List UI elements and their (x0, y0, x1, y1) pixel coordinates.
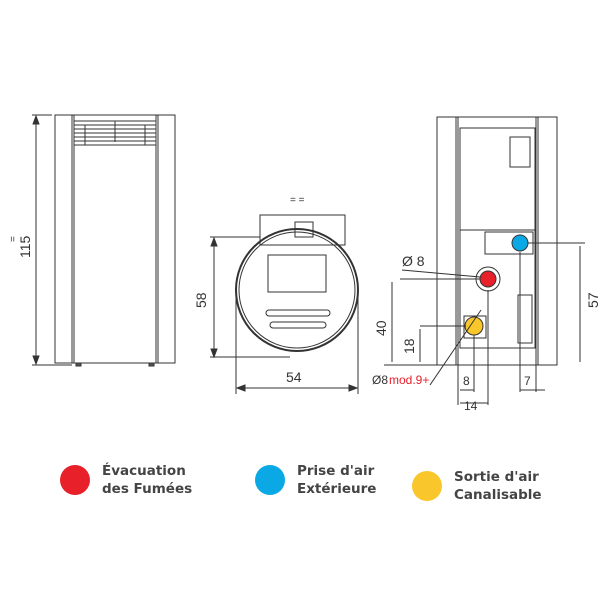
top-view: = = 58 54 (193, 195, 359, 394)
canal-diameter-label: Ø8 (372, 373, 388, 387)
rear-view: 40 18 57 Ø 8 Ø8 mod.9+ 8 14 7 (372, 116, 600, 413)
legend-line2: Canalisable (454, 487, 542, 503)
depth-label: 58 (193, 292, 209, 308)
fume-exhaust-port (479, 270, 497, 288)
legend-line2: Extérieure (297, 481, 377, 497)
red-dot-icon (60, 465, 90, 495)
front-view: 115 = (8, 114, 176, 367)
offset-14-label: 14 (464, 399, 478, 413)
air-in-height-label: 57 (585, 292, 600, 308)
canal-model-label: mod.9+ (389, 373, 429, 387)
legend-line1: Prise d'air (297, 463, 375, 479)
grille (74, 120, 156, 146)
height-label: 115 (17, 235, 33, 258)
canal-height-label: 18 (401, 338, 417, 354)
air-intake-port (511, 234, 529, 252)
legend-line2: des Fumées (102, 481, 193, 497)
fume-diameter-label: Ø 8 (402, 253, 425, 269)
yellow-dot-icon (412, 471, 442, 501)
fume-height-label: 40 (373, 320, 389, 336)
legend-fume-exhaust: Évacuation des Fumées (60, 462, 192, 498)
legend-line1: Sortie d'air (454, 469, 539, 485)
width-label: 54 (286, 369, 302, 385)
blue-dot-icon (255, 465, 285, 495)
legend-line1: Évacuation (102, 463, 186, 479)
offset-7-label: 7 (524, 374, 531, 388)
equal-mark-top: = = (290, 195, 305, 206)
offset-8-label: 8 (463, 374, 470, 388)
equal-mark: = (8, 236, 19, 242)
